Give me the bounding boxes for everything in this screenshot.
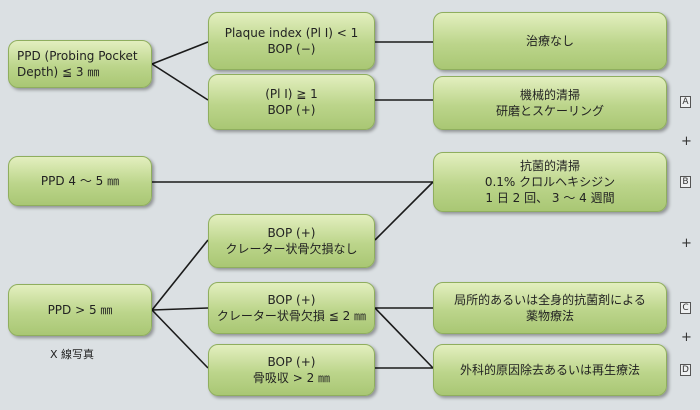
ppd-4-5-label: PPD 4 〜 5 ㎜ (40, 174, 120, 188)
ppd-4-5-box: PPD 4 〜 5 ㎜ (8, 156, 152, 206)
bop-crater-line2: クレーター状骨欠損 ≦ 2 ㎜ (216, 309, 367, 323)
local-systemic-box: 局所的あるいは全身的抗菌剤による 薬物療法 (433, 282, 667, 334)
connector-ppd5-bop2 (151, 307, 209, 311)
bop-no-crater-line1: BOP (+) (267, 226, 316, 240)
bop-bone-loss-box: BOP (+) 骨吸収 > 2 ㎜ (208, 344, 375, 396)
connector-ppdle3-pli1 (151, 41, 209, 65)
pli-lt1-line2: BOP (−) (267, 42, 316, 56)
tag-d: D (680, 364, 691, 376)
bop-bone-loss-line2: 骨吸収 > 2 ㎜ (252, 371, 331, 385)
pli-ge1-line1: (Pl I) ≧ 1 (265, 87, 318, 101)
plus-sign-1: + (681, 134, 692, 149)
mechanical-line2: 研磨とスケーリング (495, 104, 604, 118)
pli-lt1-line1: Plaque index (Pl I) < 1 (224, 26, 359, 40)
tag-b: B (680, 176, 691, 188)
bop-no-crater-line2: クレーター状骨欠損なし (225, 242, 358, 256)
xray-note: X 線写真 (50, 348, 95, 361)
ppd-gt5-box: PPD > 5 ㎜ (8, 284, 152, 336)
ppd-le3-line1: PPD (Probing Pocket (17, 49, 138, 63)
connector-ppd5-bop3 (151, 309, 209, 369)
pli-lt1-box: Plaque index (Pl I) < 1 BOP (−) (208, 12, 375, 70)
no-treatment-box: 治療なし (433, 12, 667, 70)
tag-c: C (680, 302, 691, 314)
bop-bone-loss-line1: BOP (+) (267, 355, 316, 369)
plus-sign-2: + (681, 236, 692, 251)
local-systemic-line2: 薬物療法 (525, 309, 574, 323)
antibacterial-line3: 1 日 2 回、 3 〜 4 週間 (485, 191, 615, 205)
connector-bop2-surgical (374, 307, 434, 369)
bop-crater-box: BOP (+) クレーター状骨欠損 ≦ 2 ㎜ (208, 282, 375, 334)
mechanical-box: 機械的清掃 研磨とスケーリング (433, 76, 667, 130)
bop-no-crater-box: BOP (+) クレーター状骨欠損なし (208, 214, 375, 268)
surgical-box: 外科的原因除去あるいは再生療法 (433, 344, 667, 396)
antibacterial-line1: 抗菌的清掃 (519, 159, 580, 173)
tag-a: A (680, 96, 691, 108)
bop-crater-line1: BOP (+) (267, 293, 316, 307)
no-treatment-label: 治療なし (525, 34, 574, 48)
connector-bopnocrater-antibac (374, 181, 434, 241)
antibacterial-box: 抗菌的清掃 0.1% クロルヘキシジン 1 日 2 回、 3 〜 4 週間 (433, 152, 667, 212)
connector-ppdle3-pli2 (151, 63, 209, 101)
plus-sign-3: + (681, 330, 692, 345)
ppd-le3-box: PPD (Probing Pocket Depth) ≦ 3 ㎜ (8, 40, 152, 88)
mechanical-line1: 機械的清掃 (519, 88, 580, 102)
local-systemic-line1: 局所的あるいは全身的抗菌剤による (454, 293, 646, 307)
ppd-le3-line2: Depth) ≦ 3 ㎜ (17, 65, 100, 79)
pli-ge1-line2: BOP (+) (267, 103, 316, 117)
antibacterial-line2: 0.1% クロルヘキシジン (484, 175, 616, 189)
pli-ge1-box: (Pl I) ≧ 1 BOP (+) (208, 74, 375, 130)
ppd-gt5-label: PPD > 5 ㎜ (47, 303, 113, 317)
connector-ppd5-bop1 (151, 239, 209, 311)
surgical-label: 外科的原因除去あるいは再生療法 (459, 363, 640, 377)
